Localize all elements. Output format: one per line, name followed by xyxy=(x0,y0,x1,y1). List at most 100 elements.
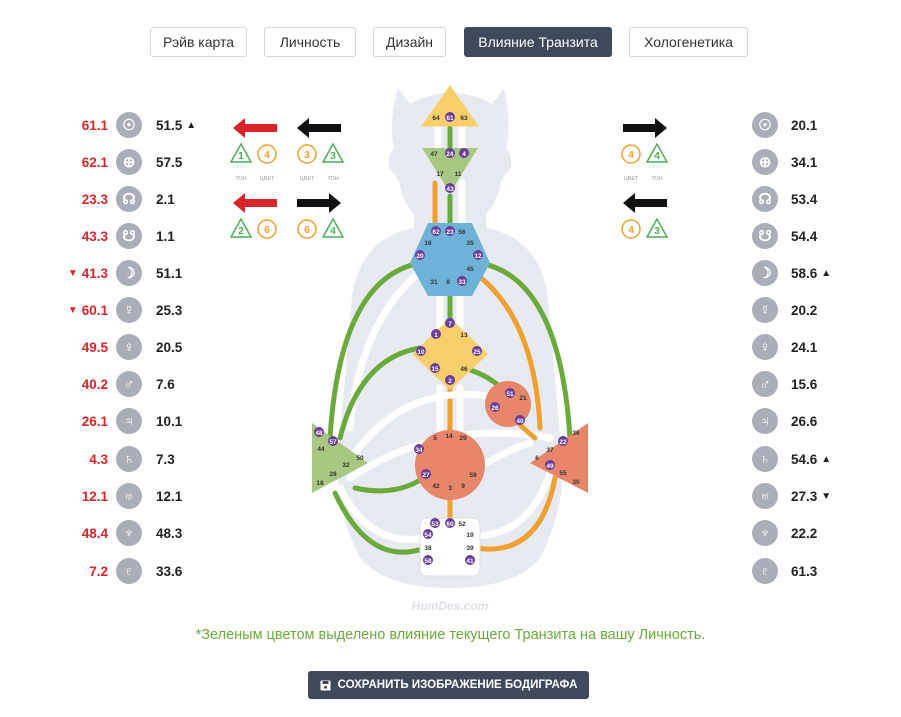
var-bottom-right-color: 4 xyxy=(628,225,634,236)
transit-value-text: 20.2 xyxy=(791,302,818,318)
tone-triangle-icon: 4 xyxy=(645,142,669,163)
sun-icon[interactable]: ☉ xyxy=(752,112,778,138)
gate-activation-dot xyxy=(445,518,455,528)
transit-gate-value: 22.2 xyxy=(791,520,821,546)
gate-number: 4 xyxy=(462,151,466,158)
transit-gate-value: 15.6 xyxy=(791,371,821,397)
personality-value-text: 20.5 xyxy=(156,339,183,355)
mercury-icon[interactable]: ☿ xyxy=(116,297,142,323)
design-gate-value: 7.2 xyxy=(60,558,108,584)
earth-icon[interactable]: ⊕ xyxy=(752,149,778,175)
personality-gate-value: 51.1 xyxy=(156,260,186,286)
design-value-text: 41.3 xyxy=(81,265,108,281)
var-top-left-color: 4 xyxy=(264,150,270,161)
personality-gate-value: 12.1 xyxy=(156,483,186,509)
design-value-text: 61.1 xyxy=(81,117,108,133)
south-node-icon[interactable]: ☋ xyxy=(116,223,142,249)
transit-gate-value: 58.6▲ xyxy=(791,260,831,286)
design-gate-value: ▼41.3 xyxy=(60,260,108,286)
gate-activation-dot xyxy=(445,112,455,122)
moon-icon[interactable]: ☽ xyxy=(116,260,142,286)
north-node-icon[interactable]: ☊ xyxy=(752,186,778,212)
neptune-icon[interactable]: ♆ xyxy=(116,520,142,546)
transit-value-text: 61.3 xyxy=(791,563,818,579)
gate-number: 28 xyxy=(329,471,337,478)
variables-panel-left: 1 4 3 3 ТОН ЦВЕТ ЦВЕТ ТОН 2 6 6 4 xyxy=(229,118,345,239)
gate-number: 23 xyxy=(446,229,454,236)
moon-icon[interactable]: ☽ xyxy=(752,260,778,286)
design-gate-value: 61.1 xyxy=(60,112,108,138)
jupiter-icon[interactable]: ♃ xyxy=(116,408,142,434)
gate-activation-dot xyxy=(445,148,455,158)
mercury-icon[interactable]: ☿ xyxy=(752,297,778,323)
tab-design[interactable]: Дизайн xyxy=(373,27,446,57)
watermark: HumDes.com xyxy=(412,599,489,613)
design-gate-value: 23.3 xyxy=(60,186,108,212)
design-value-text: 60.1 xyxy=(81,302,108,318)
transit-gate-value: 54.4 xyxy=(791,223,821,249)
transit-note: *Зеленым цветом выделено влияние текущег… xyxy=(195,627,706,643)
arrow-left-red-icon xyxy=(233,193,277,213)
gate-number: 46 xyxy=(460,366,468,373)
saturn-icon[interactable]: ♄ xyxy=(752,446,778,472)
pluto-icon[interactable]: ♇ xyxy=(116,558,142,584)
design-value-text: 23.3 xyxy=(81,191,108,207)
gate-number: 27 xyxy=(422,472,430,479)
design-gate-value: 43.3 xyxy=(60,223,108,249)
gate-activation-dot xyxy=(558,436,568,446)
label-tone: ТОН xyxy=(235,176,246,182)
south-node-icon[interactable]: ☋ xyxy=(752,223,778,249)
gate-number: 12 xyxy=(474,253,482,260)
mars-icon[interactable]: ♂ xyxy=(116,371,142,397)
gate-number: 40 xyxy=(516,418,524,425)
personality-value-text: 10.1 xyxy=(156,413,183,429)
sun-icon[interactable]: ☉ xyxy=(116,112,142,138)
transit-arrow-mark: ▲ xyxy=(821,267,832,279)
venus-icon[interactable]: ♀ xyxy=(752,334,778,360)
transit-value-text: 26.6 xyxy=(791,413,818,429)
gate-number: 58 xyxy=(424,558,432,565)
tab-rave-chart[interactable]: Рэйв карта xyxy=(150,27,247,57)
saturn-icon[interactable]: ♄ xyxy=(116,446,142,472)
gate-number: 11 xyxy=(455,171,462,178)
tab-transit-influence[interactable]: Влияние Транзита xyxy=(464,27,612,57)
design-value-text: 62.1 xyxy=(81,154,108,170)
tab-personality[interactable]: Личность xyxy=(264,27,356,57)
var-top-left2-tone: 3 xyxy=(330,151,336,162)
gate-number: 22 xyxy=(559,439,567,446)
tone-triangle-icon: 3 xyxy=(645,217,669,238)
label-tone: ТОН xyxy=(651,176,662,182)
transit-gate-value: 24.1 xyxy=(791,334,821,360)
gate-activation-dot xyxy=(465,555,475,565)
uranus-icon[interactable]: ♅ xyxy=(116,483,142,509)
gate-number: 7 xyxy=(448,321,452,328)
design-gate-value: 48.4 xyxy=(60,520,108,546)
jupiter-icon[interactable]: ♃ xyxy=(752,408,778,434)
design-arrow-mark: ▼ xyxy=(67,304,78,316)
save-image-button[interactable]: СОХРАНИТЬ ИЗОБРАЖЕНИЕ БОДИГРАФА xyxy=(308,671,589,699)
north-node-icon[interactable]: ☊ xyxy=(116,186,142,212)
gate-number: 14 xyxy=(445,433,453,440)
gate-number: 34 xyxy=(415,447,423,454)
mars-icon[interactable]: ♂ xyxy=(752,371,778,397)
venus-icon[interactable]: ♀ xyxy=(116,334,142,360)
uranus-icon[interactable]: ♅ xyxy=(752,483,778,509)
tone-triangle-icon: 4 xyxy=(321,217,345,238)
earth-icon[interactable]: ⊕ xyxy=(116,149,142,175)
gate-number: 9 xyxy=(461,483,465,490)
personality-value-text: 7.6 xyxy=(156,376,175,392)
personality-gate-value: 7.6 xyxy=(156,371,179,397)
neptune-icon[interactable]: ♆ xyxy=(752,520,778,546)
transit-gate-value: 61.3 xyxy=(791,558,821,584)
gate-number: 56 xyxy=(458,229,466,236)
gate-number: 44 xyxy=(317,446,325,453)
gate-number: 49 xyxy=(546,463,554,470)
gate-activation-dot xyxy=(414,444,424,454)
arrow-left-black-icon xyxy=(623,193,667,213)
var-top-left2-color: 3 xyxy=(304,150,310,161)
pluto-icon[interactable]: ♇ xyxy=(752,558,778,584)
color-circle-icon: 4 xyxy=(257,144,277,164)
tab-hologenetics[interactable]: Хологенетика xyxy=(629,27,748,57)
gate-activation-dot xyxy=(445,375,455,385)
